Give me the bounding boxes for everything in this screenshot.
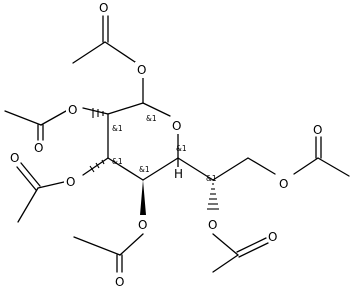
bond-c4-c5 <box>142 157 179 181</box>
wedge-c4-o <box>140 180 146 215</box>
bond-c2-o <box>82 107 109 115</box>
stereo-label-c2: &1 <box>112 124 123 133</box>
bond-o-c7-acyl <box>293 157 319 175</box>
bond-o-c6-acyl <box>212 233 239 256</box>
hash-c3-o <box>89 159 105 173</box>
o-c7-label: O <box>279 177 288 191</box>
stereo-label-c6: &1 <box>206 174 217 183</box>
bond-o-c1-acyl <box>104 41 139 65</box>
ring-oxygen-label: O <box>172 119 181 133</box>
hash-layer <box>89 108 219 210</box>
bond-c2-acyl-methyl <box>4 110 42 126</box>
o-c1-label: O <box>137 63 146 77</box>
atom-layer: O H O O O O O O O O O O O O <box>10 1 322 289</box>
o-c2-carbonyl-label: O <box>34 141 43 155</box>
bond-o-c2-acyl <box>40 110 67 126</box>
bond-c6-acyl-carbonyl-a <box>238 242 269 258</box>
stereo-label-c3: &1 <box>112 157 123 166</box>
stereo-label-c1: &1 <box>146 114 157 123</box>
bond-c6-acyl-methyl <box>212 254 239 273</box>
stereo-label-c4: &1 <box>139 165 150 174</box>
bond-c4-acyl-methyl <box>73 236 121 256</box>
hash-c6-o <box>207 183 219 210</box>
bond-c3-o <box>82 157 109 176</box>
bond-c1-acyl-methyl <box>72 41 106 64</box>
stereo-label-c5: &1 <box>176 144 187 153</box>
stereo-layer: &1 &1 &1 &1 &1 &1 <box>112 114 217 183</box>
bond-layer <box>4 15 350 273</box>
wedge-layer <box>140 180 146 215</box>
o-c4-carbonyl-label: O <box>115 275 124 289</box>
hash-c2-o <box>92 108 104 118</box>
o-c4-label: O <box>138 218 147 232</box>
o-c7-carbonyl-label: O <box>313 123 322 137</box>
bond-ring-o-c1 <box>142 102 171 117</box>
bond-c3-acyl-carbonyl-a <box>16 166 37 191</box>
bond-c3-acyl-carbonyl-b <box>20 162 41 187</box>
bond-c1-c2 <box>107 102 144 115</box>
bond-c5-c6 <box>177 157 214 181</box>
bond-c7-o <box>247 157 276 175</box>
o-c3-carbonyl-label: O <box>10 151 19 165</box>
bond-o-c4-acyl <box>119 233 144 256</box>
bond-c3-acyl-methyl <box>17 187 39 223</box>
o-c2-label: O <box>68 103 77 117</box>
bond-c3-c4 <box>107 157 144 181</box>
hydrogen-c5-label: H <box>174 167 183 181</box>
o-c1-carbonyl-label: O <box>99 1 108 15</box>
bond-o-c3-acyl <box>37 181 65 189</box>
o-c3-label: O <box>66 175 75 189</box>
bond-c6-c7 <box>212 157 249 181</box>
bond-c6-acyl-carbonyl-b <box>236 237 267 253</box>
o-c6-carbonyl-label: O <box>268 230 277 244</box>
o-c6-label: O <box>208 218 217 232</box>
bond-c7-acyl-methyl <box>317 157 350 177</box>
